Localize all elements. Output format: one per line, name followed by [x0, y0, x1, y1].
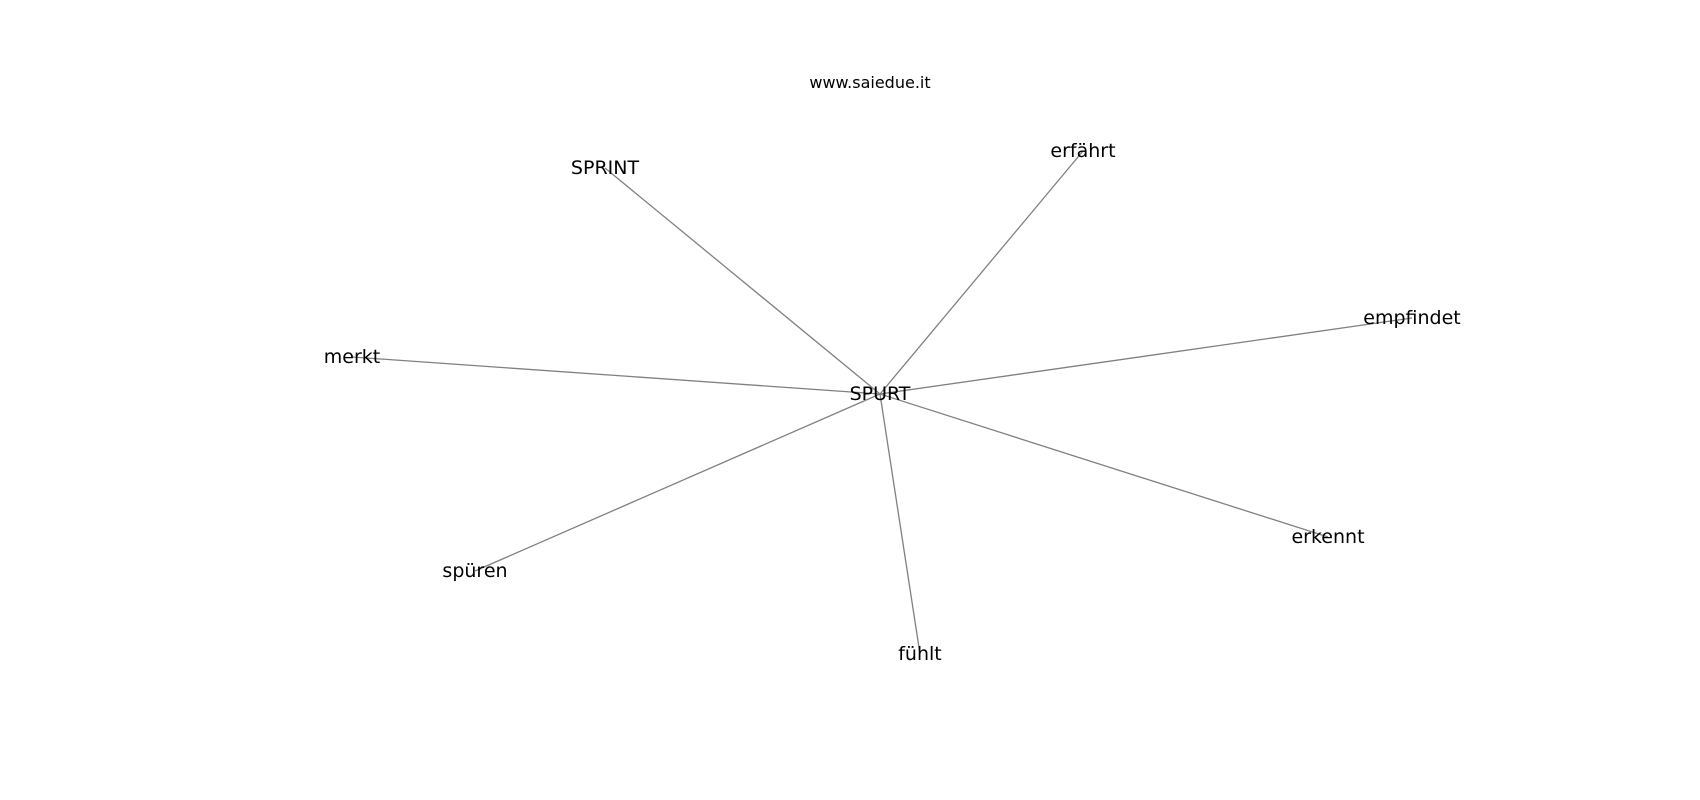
node-label-erfaehrt: erfährt: [1050, 140, 1115, 162]
edge-center-erfaehrt: [879, 150, 1084, 395]
node-label-fuehlt: fühlt: [898, 643, 942, 665]
edge-center-spueren: [474, 393, 881, 572]
edge-center-empfindet: [879, 317, 1413, 395]
node-label-merkt: merkt: [324, 346, 380, 368]
edge-center-merkt: [351, 356, 881, 395]
node-label-center: SPURT: [850, 383, 911, 405]
node-label-spueren: spüren: [442, 560, 507, 582]
edge-center-fuehlt: [879, 393, 921, 655]
node-label-empfindet: empfindet: [1363, 307, 1460, 329]
node-label-sprint: SPRINT: [571, 157, 640, 179]
node-label-erkennt: erkennt: [1291, 526, 1364, 548]
nodes-layer: SPURT SPRINT erfährt empfindet merkt erkennt s…: [324, 140, 1461, 665]
source-watermark: www.saiedue.it: [809, 73, 930, 92]
edges-layer: [351, 150, 1413, 655]
edge-center-erkennt: [879, 393, 1329, 538]
edge-center-sprint: [604, 167, 881, 395]
